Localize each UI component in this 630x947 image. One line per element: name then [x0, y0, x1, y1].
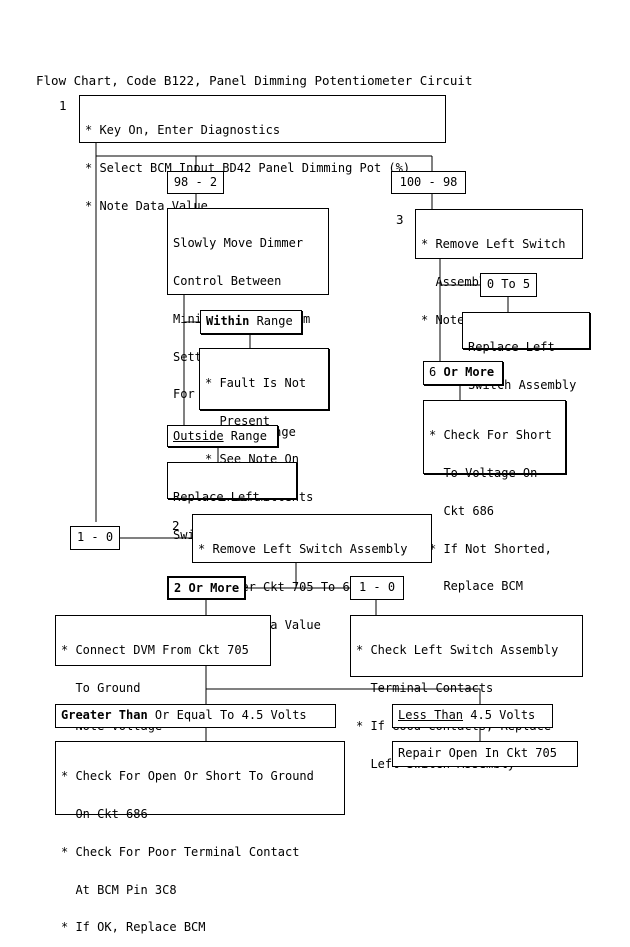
result-outside-range: Outside Range [167, 425, 278, 447]
result-6-or-more: 6 Or More [423, 361, 503, 385]
result-1-0-left: 1 - 0 [70, 526, 120, 550]
step2-box: * Remove Left Switch Assembly * Jumper C… [192, 514, 432, 631]
less-rest-label: 4.5 Volts [463, 708, 536, 722]
action-line: At BCM Pin 3C8 [61, 882, 177, 897]
outside-range-label: Range [223, 429, 267, 443]
action-line: Replace Left [468, 340, 555, 355]
greater-rest-label: Or Equal To 4.5 Volts [147, 708, 307, 722]
connect-dvm-box: * Connect DVM From Ckt 705 To Ground * N… [55, 615, 271, 732]
result-within-range: Within Range [200, 310, 302, 334]
action-line: Control Between [173, 273, 282, 288]
action-line: * See Note On [205, 451, 299, 466]
action-line: * Check Left Switch Assembly [356, 643, 559, 658]
result-100-98: 100 - 98 [391, 171, 466, 194]
step-number-3: 3 [396, 212, 404, 227]
within-label: Within [206, 314, 250, 328]
action-line: Replace Left [173, 490, 260, 505]
step1-line: * Key On, Enter Diagnostics [85, 123, 281, 138]
action-line: * If OK, Replace BCM [61, 920, 206, 935]
or-more-label: Or More [443, 365, 495, 379]
result-greater-than: Greater Than Or Equal To 4.5 Volts [55, 704, 336, 728]
repair-open-box: Repair Open In Ckt 705 [392, 741, 578, 767]
greater-than-label: Greater Than [61, 708, 148, 722]
step-number-2: 2 [172, 518, 180, 533]
fault-not-present-box: * Fault Is Not Present * See Note On Int… [199, 348, 329, 503]
step-number-1: 1 [59, 98, 67, 113]
step3-box: * Remove Left Switch Assembly * Note Dat… [415, 209, 583, 326]
check-open-box: * Check For Open Or Short To Ground On C… [55, 741, 345, 933]
action-line: * Check For Short [429, 428, 552, 443]
step2-line: * Remove Left Switch Assembly [198, 542, 408, 557]
result-0-to-5: 0 To 5 [480, 273, 537, 297]
action-line: Terminal Contacts [356, 680, 494, 695]
result-98-2: 98 - 2 [167, 171, 224, 194]
outside-label: Outside [173, 429, 224, 443]
action-line: Slowly Move Dimmer [173, 236, 304, 251]
action-line: * Fault Is Not [205, 376, 307, 391]
check-short-box: * Check For Short To Voltage On Ckt 686 … [423, 400, 566, 592]
replace-left-switch-box-2: Replace Left Switch Assembly [462, 312, 590, 391]
two-label: 2 [174, 581, 182, 595]
result-1-0-right: 1 - 0 [350, 576, 404, 600]
step3-line: Assembly [421, 274, 494, 289]
connector-lines [95, 143, 509, 741]
action-line: Replace BCM [429, 579, 523, 594]
result-2-or-more: 2 Or More [167, 576, 246, 600]
action-line: To Voltage On [429, 465, 538, 480]
action-line: Ckt 686 [429, 503, 495, 518]
action-line: * Connect DVM From Ckt 705 [61, 643, 249, 658]
within-range-label: Range [249, 314, 293, 328]
action-line: On Ckt 686 [61, 806, 148, 821]
action-line: * If Not Shorted, [429, 541, 552, 556]
slowly-move-dimmer-box: Slowly Move Dimmer Control Between Minim… [167, 208, 329, 438]
chart-title: Flow Chart, Code B122, Panel Dimming Pot… [36, 73, 473, 88]
check-terminal-contacts-box: * Check Left Switch Assembly Terminal Co… [350, 615, 583, 770]
step3-line: * Remove Left Switch [421, 237, 566, 252]
two-or-more-label: Or More [188, 581, 240, 595]
less-than-label: Less Than [398, 708, 464, 722]
step1-line: * Select BCM Input BD42 Panel Dimming Po… [85, 160, 411, 175]
action-line: Present [205, 413, 271, 428]
result-less-than: Less Than 4.5 Volts [392, 704, 553, 728]
action-line: * Check For Open Or Short To Ground [61, 769, 314, 784]
action-line: To Ground [61, 680, 141, 695]
step1-box: * Key On, Enter Diagnostics * Select BCM… [79, 95, 446, 212]
replace-left-switch-box-1: Replace Left Switch Assembly [167, 462, 297, 541]
action-line: * Check For Poor Terminal Contact [61, 844, 300, 859]
six-label: 6 [429, 365, 437, 379]
